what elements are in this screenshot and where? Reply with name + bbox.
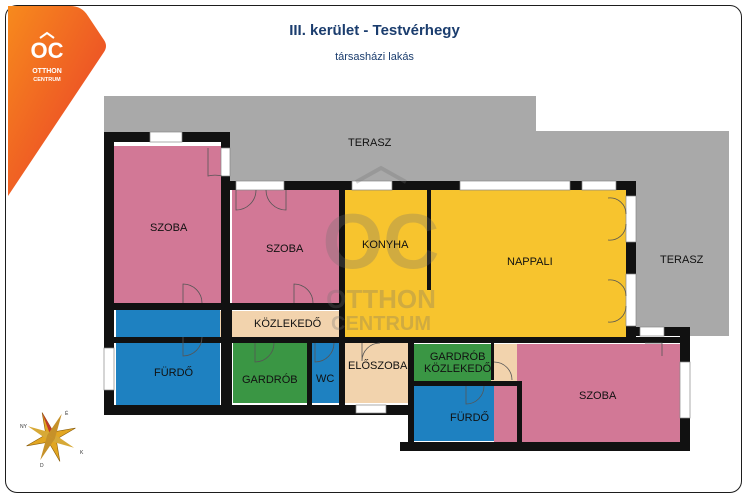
label-szoba-mid: SZOBA (266, 243, 304, 255)
label-nappali: NAPPALI (507, 256, 553, 268)
compass-e: K (80, 450, 84, 456)
windows (103, 131, 691, 419)
label-eloszoba: ELŐSZOBA (348, 360, 408, 372)
otthon-centrum-watermark: OC OTTHON CENTRUM (323, 165, 440, 335)
page-subtitle: társasházi lakás (335, 51, 414, 63)
terrace-top (104, 96, 729, 336)
room-szoba-mid (232, 190, 339, 304)
compass-s: D (40, 463, 44, 469)
door-swings (182, 148, 663, 405)
page-title: III. kerület - Testvérhegy (289, 22, 460, 39)
room-gardrob-kozlekedo (414, 344, 491, 381)
compass-n: É (65, 410, 69, 417)
label-gardrob-kozlekedo: GARDRÓB KÖZLEKEDŐ (424, 351, 491, 375)
label-gardrob-kozlekedo-line1: GARDRÓB (429, 351, 486, 363)
watermark-line1: OTTHON (326, 284, 436, 314)
watermark-line2: CENTRUM (331, 313, 431, 335)
label-furdo-right: FÜRDŐ (450, 412, 490, 424)
logo-line1: OTTHON (32, 68, 62, 75)
room-szoba-right (494, 344, 680, 442)
otthon-centrum-logo: OC OTTHON CENTRUM (8, 6, 106, 196)
label-szoba-right: SZOBA (579, 390, 617, 402)
room-nappali (427, 190, 626, 338)
label-kozlekedo: KÖZLEKEDŐ (254, 318, 322, 330)
compass-rose-icon: É K D NY (20, 410, 84, 469)
label-gardrob-kozlekedo-line2: KÖZLEKEDŐ (424, 363, 492, 375)
label-furdo-left: FÜRDŐ (154, 367, 194, 379)
room-gardrob (233, 343, 307, 403)
label-konyha: KONYHA (362, 239, 409, 251)
room-eloszoba (345, 343, 408, 403)
room-szoba-left (114, 146, 221, 303)
label-terasz-right: TERASZ (660, 254, 704, 266)
room-konyha (345, 190, 427, 338)
logo-mark: OC (31, 38, 64, 63)
room-furdo-left (116, 310, 220, 405)
hall-nook (491, 344, 517, 382)
label-terasz-top: TERASZ (348, 137, 392, 149)
compass-w: NY (20, 424, 28, 430)
label-szoba-left: SZOBA (150, 222, 188, 234)
room-wc (312, 343, 339, 403)
logo-line2: CENTRUM (33, 77, 61, 83)
label-wc: WC (316, 373, 335, 385)
page-frame (5, 5, 742, 493)
label-gardrob: GARDRÓB (242, 374, 298, 386)
watermark-mark: OC (323, 197, 440, 285)
